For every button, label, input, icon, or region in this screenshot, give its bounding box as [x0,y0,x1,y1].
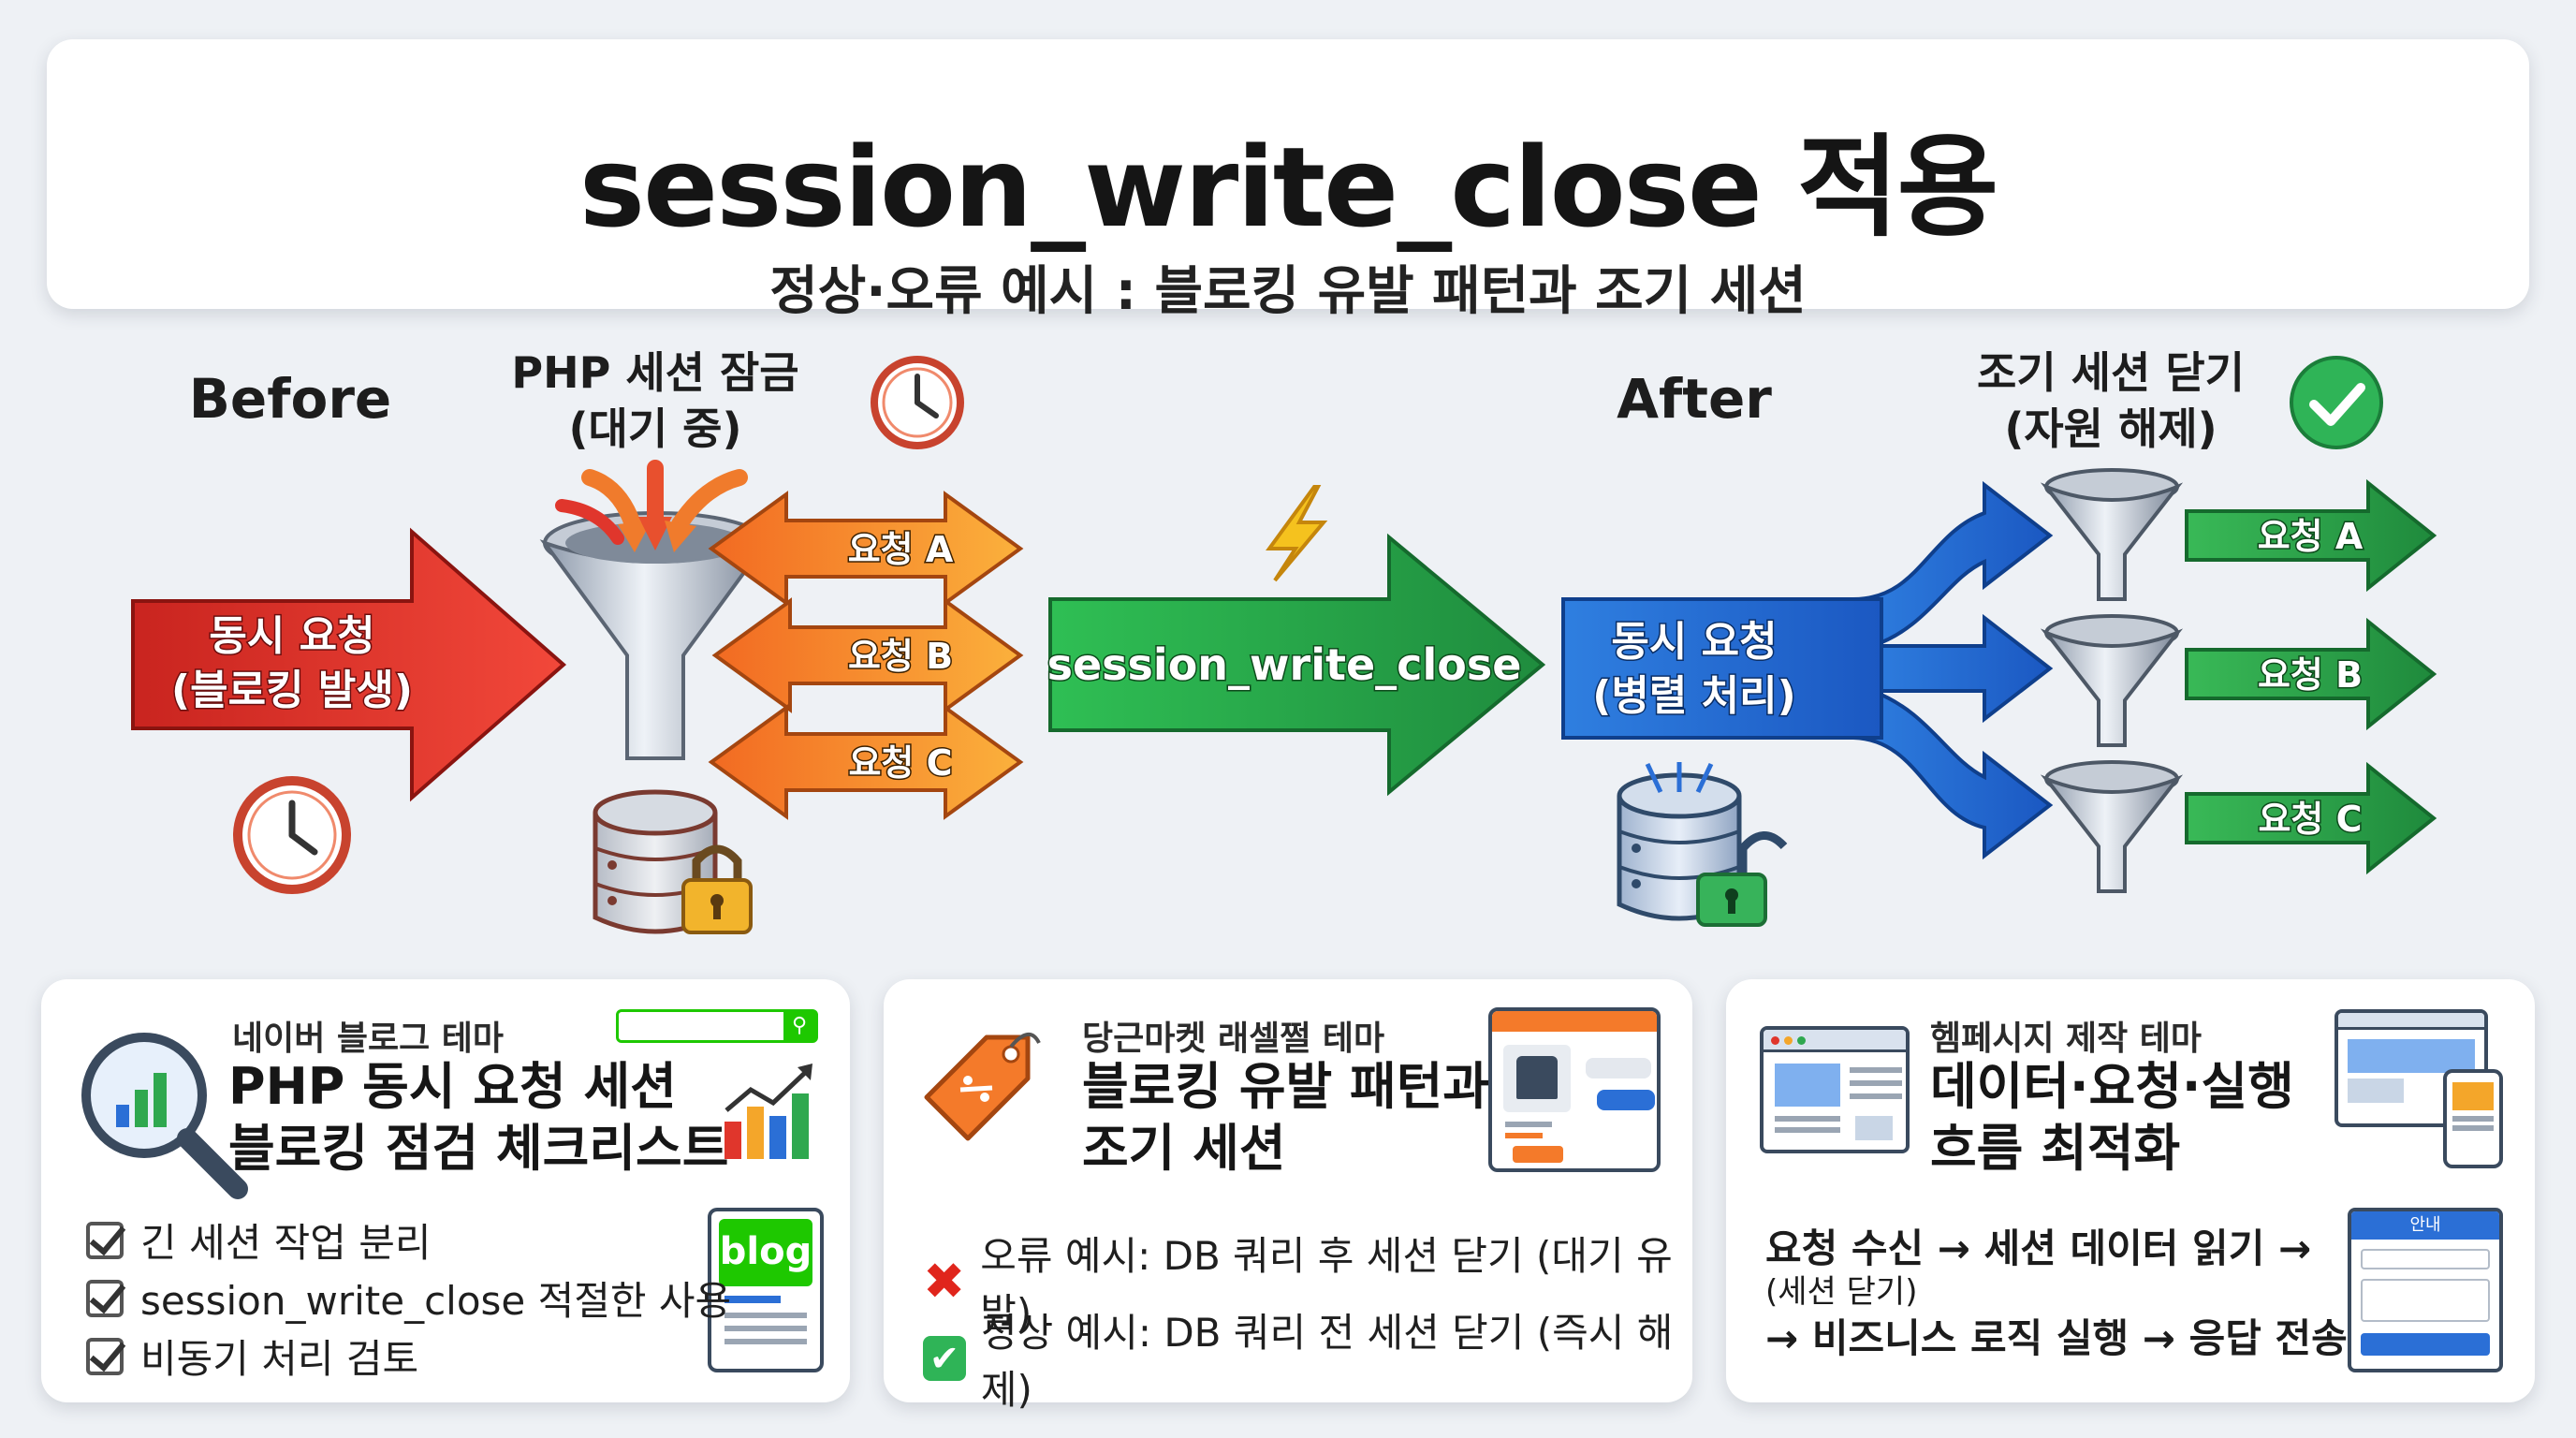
shirt-icon [1516,1056,1558,1099]
wrong-example: ✖ 오류 예시: DB 쿼리 후 세션 닫기 (대기 유발) [923,1233,1673,1336]
input-arrow-line1: 동시 요청 [209,612,374,660]
output-b-label: 요청 B [2258,654,2363,696]
checklist-item[interactable]: 비동기 처리 검토 [86,1328,418,1385]
checkbox-icon[interactable] [86,1279,124,1317]
unlock-icon [1696,831,1788,927]
marketplace-mockup [1488,1007,1661,1172]
growth-chart-icon [724,1064,812,1159]
page-subtitle: 정상·오류 예시 : 블로킹 유발 패턴과 조기 세션 [769,261,1807,322]
request-a-label: 요청 A [848,529,954,570]
daangn-theme-label: 당근마켓 래셀쩔 테마 [1082,1020,1385,1058]
homepage-card-heading: 데이터·요청·실행 흐름 최적화 [1930,1057,2294,1178]
cross-icon: ✖ [923,1252,966,1311]
request-arrow-c: 요청 C [708,704,1024,820]
lock-caption: PHP 세션 잠금 (대기 중) [511,347,799,454]
checklist-item[interactable]: 긴 세션 작업 분리 [86,1211,432,1269]
search-icon: ⚲ [783,1012,815,1040]
funnel-icon [2040,468,2184,601]
page-title: session_write_close 적용 [578,123,1998,252]
magnifier-chart-icon [81,1033,248,1199]
request-arrow-a: 요청 A [708,491,1024,607]
blocking-input-arrow: 동시 요청 (블로킹 발생) [131,527,567,802]
parallel-input-arrow: 동시 요청 (병렬 처리) [1561,480,2054,860]
flow-step-line1: 요청 수신 → 세션 데이터 읽기 → [1765,1225,2312,1271]
funnel-icon [2040,760,2184,893]
session-flow-diagram: 동시 요청 (블로킹 발생) 요청 A 요청 B 요청 C [131,356,2437,934]
after-label: After [1617,367,1772,431]
homepage-theme-card: 헴페시지 제작 테마 데이터·요청·실행 흐름 최적화 요청 수신 → 세션 데… [1726,979,2535,1402]
checklist-item[interactable]: session_write_close 적절한 사용 [86,1269,731,1327]
browser-window-icon [1760,1026,1910,1153]
naver-theme-label: 네이버 블로그 테마 [232,1020,505,1058]
flow-step-line3: → 비즈니스 로직 실행 → 응답 전송 [1765,1315,2348,1361]
checkbox-icon[interactable] [86,1337,124,1375]
search-bar[interactable]: ⚲ [616,1009,818,1043]
clock-icon [233,776,351,894]
blog-badge: blog [708,1208,824,1372]
daangn-theme-card: 당근마켓 래셀쩔 테마 블로킹 유발 패턴과 조기 세션 ✖ 오류 예시: DB… [884,979,1692,1413]
release-caption: 조기 세션 닫기 (자원 해제) [1977,347,2245,454]
request-b-label: 요청 B [848,636,953,677]
check-icon: ✔ [923,1336,966,1381]
naver-theme-card: 네이버 블로그 테마 ⚲ PHP 동시 요청 세션 블로킹 점검 체크리스트 b… [41,979,850,1402]
output-arrow-a: 요청 A [2185,478,2437,593]
responsive-devices-icon [2334,1009,2503,1168]
daangn-card-heading: 블로킹 유발 패턴과 조기 세션 [1082,1057,1490,1178]
input-arrow-line2: (블로킹 발생) [171,667,413,714]
flow-step-line2: (세션 닫기) [1765,1273,1918,1311]
session-lock-funnel-icon [539,460,771,760]
funnel-icon [2040,614,2184,747]
parallel-arrow-line2: (병렬 처리) [1592,672,1795,720]
right-example: ✔ 정상 예시: DB 쿼리 전 세션 닫기 (즉시 해제) [923,1301,1692,1416]
session-write-close-arrow: session_write_close [1046,533,1546,797]
output-arrow-c: 요청 C [2185,761,2437,875]
parallel-arrow-line1: 동시 요청 [1611,618,1777,666]
request-arrow-b: 요청 B [711,597,1024,713]
blog-badge-label: blog [719,1219,812,1286]
lock-icon [681,844,753,934]
price-tag-icon [924,1033,1041,1141]
request-c-label: 요청 C [848,742,952,784]
lightning-icon [1266,485,1328,582]
homepage-theme-label: 헴페시지 제작 테마 [1930,1020,2203,1058]
clock-icon [871,356,964,449]
naver-card-heading: PHP 동시 요청 세션 블로킹 점검 체크리스트 [228,1057,729,1178]
output-c-label: 요청 C [2258,799,2362,840]
contact-form-mockup: 안내 [2348,1208,2503,1372]
before-label: Before [188,367,392,431]
output-arrow-b: 요청 B [2185,617,2437,731]
session-write-close-label: session_write_close [1047,639,1522,690]
checkmark-icon [2290,356,2383,449]
contact-form-title: 안내 [2351,1211,2499,1240]
checkbox-icon[interactable] [86,1221,124,1259]
output-a-label: 요청 A [2258,516,2364,557]
title-card: session_write_close 적용 정상·오류 예시 : 블로킹 유발… [47,39,2529,322]
